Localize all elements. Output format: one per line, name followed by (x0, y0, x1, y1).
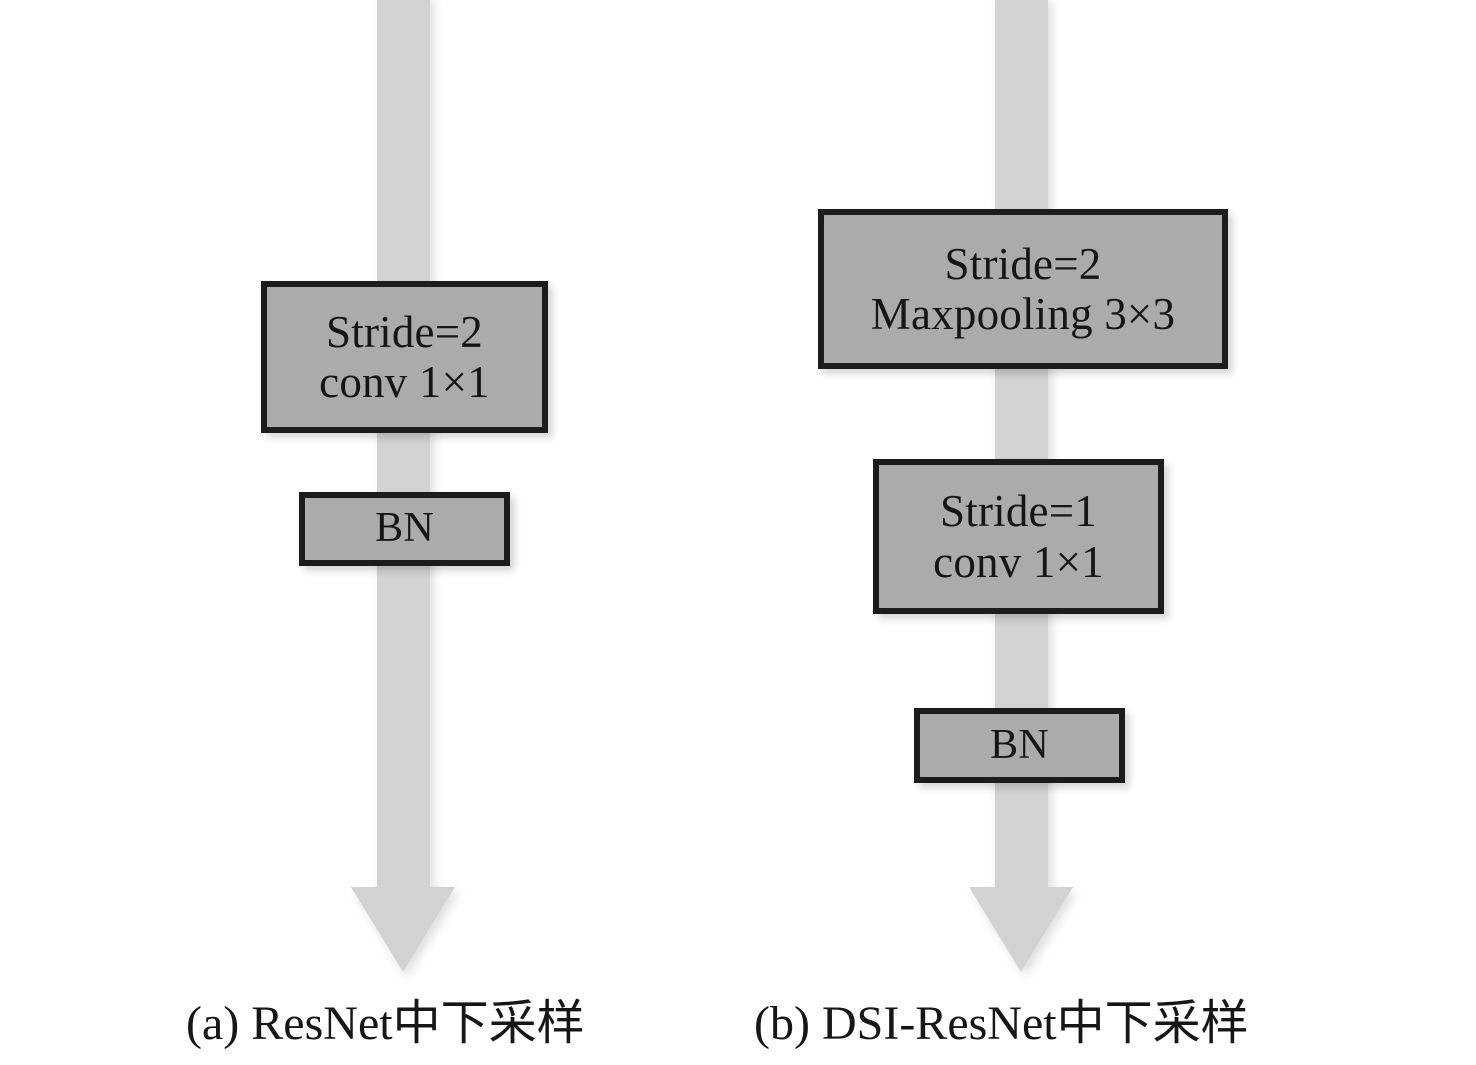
block-line-1: Stride=2 (326, 306, 483, 357)
block-line-1: BN (990, 721, 1049, 768)
stride2-conv1x1-block[interactable]: Stride=2 conv 1×1 (261, 281, 548, 433)
block-line-2: Maxpooling 3×3 (870, 289, 1176, 339)
block-line-1: BN (375, 505, 434, 552)
block-line-2: conv 1×1 (319, 357, 490, 407)
block-line-2: conv 1×1 (933, 536, 1104, 587)
block-line-1: Stride=1 (940, 486, 1097, 537)
batch-norm-block-a[interactable]: BN (299, 492, 510, 566)
panel-b-caption: (b) DSI-ResNet中下采样 (754, 997, 1249, 1050)
panel-a-caption: (a) ResNet中下采样 (186, 997, 585, 1050)
stride1-conv1x1-block[interactable]: Stride=1 conv 1×1 (873, 459, 1164, 614)
block-line-1: Stride=2 (944, 238, 1102, 289)
stride2-maxpooling3x3-block[interactable]: Stride=2 Maxpooling 3×3 (818, 209, 1228, 369)
batch-norm-block-b[interactable]: BN (914, 708, 1125, 783)
panel-a-flow-arrow (351, 0, 455, 972)
